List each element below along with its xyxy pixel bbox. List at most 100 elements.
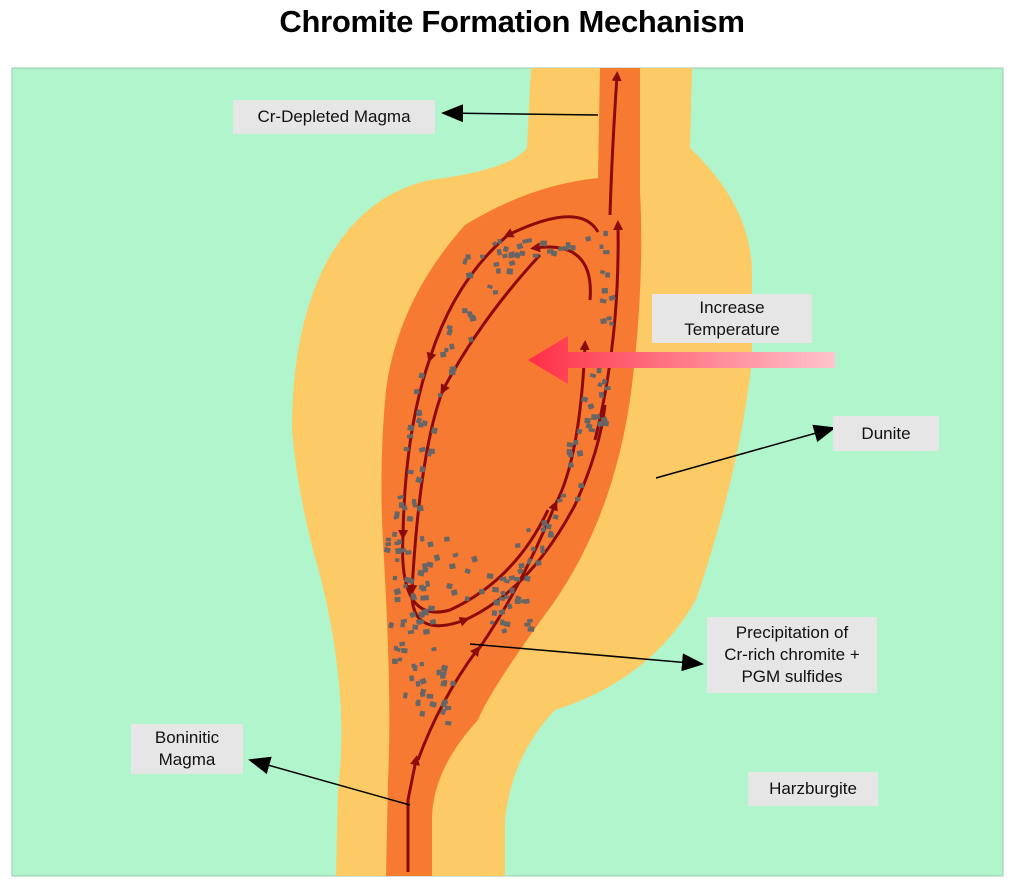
chromite-grain [440, 708, 447, 716]
chromite-grain [514, 595, 522, 603]
chromite-grain [406, 515, 414, 522]
chromite-grain [391, 658, 398, 665]
chromite-grain [403, 446, 410, 452]
flow-arrow-outer-top [503, 215, 600, 238]
chromite-grain [603, 250, 610, 255]
chromite-grain [462, 258, 468, 265]
chromite-grain [502, 253, 508, 259]
chromite-grain [493, 599, 501, 606]
chromite-grain [411, 498, 417, 504]
chromite-grain [606, 316, 612, 321]
chromite-grain [398, 502, 405, 508]
chromite-grain [597, 381, 603, 388]
chromite-grain [440, 681, 447, 687]
chromite-grain [464, 596, 470, 602]
chromite-grain [596, 420, 604, 428]
chromite-grain [599, 298, 607, 304]
chromite-grain [415, 476, 423, 484]
chromite-grain [601, 378, 608, 386]
flow-arrow-inlet [406, 755, 420, 872]
chromite-grain [600, 318, 607, 325]
chromite-grain [425, 580, 431, 588]
chromite-grain [429, 618, 437, 625]
chromite-grain [540, 549, 546, 554]
chromite-grain [416, 410, 423, 417]
chromite-grain [558, 246, 564, 252]
label-precipitation: Precipitation of Cr-rich chromite + PGM … [707, 617, 877, 693]
chromite-grain [527, 237, 533, 243]
flow-arrow-inner-loop [530, 242, 592, 301]
chromite-grain [394, 596, 401, 603]
chromite-grain [526, 557, 533, 565]
chromite-grain [419, 535, 425, 542]
chromite-grain [513, 576, 521, 582]
chromite-grain [418, 611, 425, 618]
chromite-grain [440, 674, 446, 679]
chromite-grain [508, 260, 516, 267]
chromite-grain [527, 618, 533, 623]
chromite-grain [417, 618, 425, 626]
chromite-grain [465, 253, 471, 260]
chromite-grain [410, 592, 416, 599]
chromite-grain [547, 249, 554, 254]
chromite-grain [426, 693, 434, 699]
chromite-grain [480, 254, 485, 259]
chromite-grain [585, 422, 593, 430]
chromite-grain [580, 396, 589, 403]
label-cr-depleted-magma: Cr-Depleted Magma [233, 100, 435, 134]
chromite-grain [573, 440, 579, 445]
chromite-grain [491, 610, 498, 616]
chromite-grain [556, 498, 563, 503]
chromite-grain [419, 710, 426, 717]
chromite-grain [444, 536, 450, 542]
chromite-grain [496, 248, 502, 256]
chromite-grain [396, 539, 403, 545]
chromite-grain [397, 657, 403, 662]
chromite-grain [399, 547, 407, 553]
chromite-grain [498, 596, 506, 602]
chromite-grain [418, 584, 425, 591]
chromite-grain [433, 554, 441, 562]
chromite-grain [576, 450, 584, 457]
chromite-grain [576, 428, 583, 435]
chromite-grain [400, 618, 408, 624]
chromite-grain [395, 558, 400, 563]
chromite-grain [440, 664, 448, 672]
chromite-grain [599, 269, 606, 275]
chromite-grain [567, 451, 574, 458]
chromite-grain [518, 563, 525, 569]
pointer-cr-depleted [441, 104, 599, 123]
chromite-grain [588, 427, 596, 433]
chromite-grain [419, 466, 426, 473]
chromite-grain [520, 598, 527, 604]
chromite-grain [450, 680, 456, 687]
chromite-grain [430, 427, 438, 435]
chromite-grain [415, 417, 423, 424]
chromite-grain [502, 245, 509, 253]
chromite-grain [601, 287, 608, 294]
chromite-grain [590, 414, 598, 421]
chromite-grain [530, 546, 536, 552]
chromite-grain [514, 251, 521, 259]
chromite-grain [412, 624, 419, 630]
chromite-grain [416, 504, 424, 512]
chromite-grain [429, 700, 437, 708]
chromite-grain [603, 230, 608, 237]
chromite-grain [503, 621, 511, 628]
chromite-grain [405, 549, 412, 555]
chromite-grain [596, 367, 602, 374]
chromite-grain [402, 583, 408, 589]
chromite-grain [407, 629, 415, 635]
chromite-grain [492, 586, 499, 593]
chromite-grain [407, 577, 415, 585]
chromite-grain [419, 691, 426, 698]
chromite-grain [428, 605, 435, 612]
chromite-grain [423, 595, 429, 601]
chromite-grain [409, 675, 415, 682]
chromite-grain [498, 608, 506, 616]
chromite-grain [426, 561, 434, 568]
chromite-grain [548, 533, 554, 538]
chromite-grain [589, 373, 597, 379]
chromite-grain [535, 560, 542, 566]
chromite-grain [503, 578, 511, 584]
